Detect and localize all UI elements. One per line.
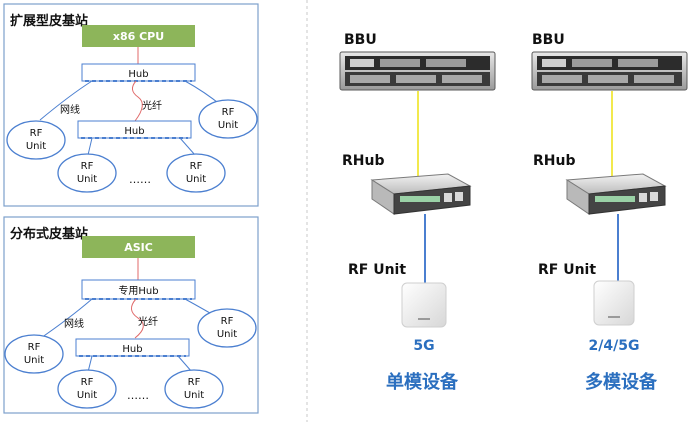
rhub-label: RHub	[533, 153, 576, 169]
rhub-switch	[565, 173, 667, 215]
rhub-switch	[370, 173, 472, 215]
mode-caption: 多模设备	[585, 371, 658, 393]
rf-unit-label: RF Unit	[538, 262, 596, 278]
rf-unit-label-line1: RF	[188, 377, 201, 388]
chip-box	[82, 236, 195, 258]
hub-top-box	[81, 63, 196, 82]
ellipsis: ……	[127, 389, 149, 402]
rf-unit-label-line2: Unit	[218, 120, 238, 131]
rf-unit-node: RF Unit	[166, 153, 226, 193]
hub-top-box	[81, 279, 196, 300]
rf-unit-label-line1: RF	[28, 342, 41, 353]
band-label: 2/4/5G	[589, 338, 640, 354]
rf-unit-label-line1: RF	[190, 161, 203, 172]
rf-unit-label-line2: Unit	[217, 329, 237, 340]
chip-label: ASIC	[124, 241, 153, 254]
fiber-link	[132, 80, 143, 122]
rf-unit-node: RF Unit	[198, 99, 258, 139]
rf-link-right	[177, 355, 193, 373]
hub-bottom-box	[77, 120, 192, 139]
band-label: 5G	[413, 338, 434, 354]
cable-label: 网线	[64, 317, 84, 330]
rf-link-left	[87, 137, 93, 156]
rf-unit-node: RF Unit	[4, 334, 64, 374]
rf-unit-label-line1: RF	[30, 128, 43, 139]
rf-unit-label-line2: Unit	[186, 174, 206, 185]
rf-unit-node: RF Unit	[164, 369, 224, 409]
bbu-rack	[339, 51, 496, 91]
bbu-rack	[531, 51, 688, 91]
hub-bottom-box	[75, 338, 190, 357]
cable-left	[39, 80, 93, 121]
hub-top-label: 专用Hub	[118, 284, 158, 297]
rf-unit-label-line2: Unit	[77, 390, 97, 401]
bbu-label: BBU	[344, 32, 377, 48]
rf-unit-node: RF Unit	[57, 369, 117, 409]
multi-mode-stack: BBU RHub RF Unit 2/4/5G	[531, 32, 688, 393]
rf-access-point	[593, 280, 635, 326]
hub-top-label: Hub	[128, 69, 148, 80]
bbu-label: BBU	[532, 32, 565, 48]
rf-unit-node: RF Unit	[57, 153, 117, 193]
rf-unit-label-line2: Unit	[77, 174, 97, 185]
rf-unit-label: RF Unit	[348, 262, 406, 278]
rf-access-point	[401, 282, 447, 328]
rf-link-right	[179, 137, 196, 156]
hub-bottom-label: Hub	[124, 126, 144, 137]
rf-unit-label-line1: RF	[81, 377, 94, 388]
rf-unit-label-line1: RF	[222, 107, 235, 118]
rhub-label: RHub	[342, 153, 385, 169]
panel-title: 分布式皮基站	[10, 226, 88, 242]
panel-extended-small-cell: 扩展型皮基站 x86 CPU Hub 网线 光纤 Hub RF Unit RF …	[3, 3, 259, 207]
chip-label: x86 CPU	[113, 30, 164, 43]
rf-unit-node: RF Unit	[6, 120, 66, 160]
single-mode-stack: BBU RHub RF Unit 5G 单模	[339, 32, 496, 393]
fiber-label: 光纤	[138, 315, 158, 328]
rf-unit-label-line1: RF	[81, 161, 94, 172]
rf-unit-label-line2: Unit	[24, 355, 44, 366]
hub-bottom-label: Hub	[122, 344, 142, 355]
ellipsis: ……	[129, 173, 151, 186]
panel-title: 扩展型皮基站	[10, 13, 88, 29]
rf-unit-label-line2: Unit	[184, 390, 204, 401]
rf-unit-label-line1: RF	[221, 316, 234, 327]
fiber-label: 光纤	[142, 99, 162, 112]
chip-box	[82, 25, 195, 47]
fiber-link	[131, 298, 144, 339]
rf-link-left	[87, 355, 93, 373]
mode-caption: 单模设备	[386, 371, 459, 393]
cable-label: 网线	[60, 103, 80, 116]
panel-distributed-small-cell: 分布式皮基站 ASIC 专用Hub 网线 光纤 Hub RF Unit RF U…	[3, 216, 259, 414]
rf-unit-node: RF Unit	[197, 308, 257, 348]
rf-unit-label-line2: Unit	[26, 141, 46, 152]
